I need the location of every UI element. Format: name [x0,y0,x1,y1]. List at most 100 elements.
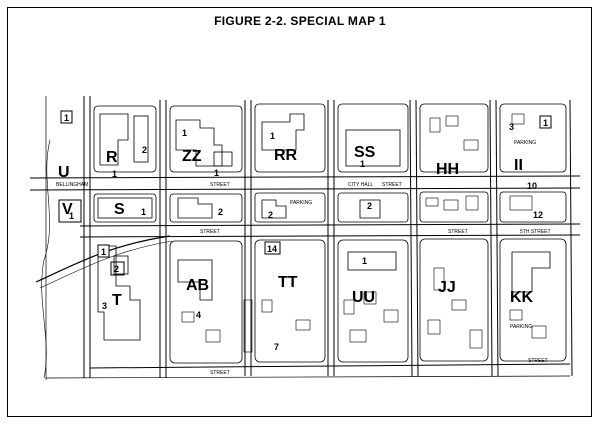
block-outline [169,193,243,223]
site-number: 14 [267,244,277,254]
street-label: STREET [382,182,402,188]
building-outline [113,255,129,275]
street-label: STREET [210,182,230,188]
block-outline [419,238,489,362]
building-outline [133,115,149,163]
building-outline [177,259,213,301]
street-line [569,99,573,377]
site-number: 2 [268,210,273,220]
zone-label: II [514,157,523,174]
street-line [29,175,581,179]
street-label: STREET [448,229,468,235]
site-number: 3 [102,301,107,311]
site-number: 1 [182,128,187,138]
street-line [89,363,571,369]
building-outline [261,113,305,151]
street-label: STREET [528,358,548,364]
building-outline [443,199,459,211]
block-outline [499,191,567,223]
building-outline [509,309,523,321]
building-outline [177,197,213,219]
block-outline [419,191,489,223]
building-outline [445,115,459,127]
street-line [79,223,581,227]
building-outline [427,319,441,335]
building-outline [531,325,547,339]
site-number: 1 [112,169,117,179]
zone-label: R [106,149,118,166]
zone-label: KK [510,289,534,306]
block-outline [337,103,409,173]
street-label: PARKING [514,140,536,146]
number-box [264,241,281,255]
number-box [97,244,110,258]
site-number: 2 [142,145,147,155]
building-outline [99,113,129,166]
street-line [415,99,419,377]
street-line [409,99,413,377]
building-outline [205,329,221,343]
building-outline [511,251,551,293]
building-outline [261,299,273,313]
building-outline [97,245,141,341]
figure-title: FIGURE 2-2. SPECIAL MAP 1 [214,14,386,28]
zone-label: HH [436,161,459,178]
street-line [79,234,581,238]
site-number: 1 [360,159,365,169]
building-outline [181,311,195,323]
street-line [29,187,581,191]
building-outline [433,267,445,291]
street-label: PARKING [510,324,532,330]
map-bottom-edge [45,375,571,379]
block-outline [499,103,567,173]
building-outline [465,195,479,211]
building-outline [343,299,355,315]
building-outline [383,309,399,323]
block-outline [337,192,409,223]
block-outline [93,105,157,173]
zone-label: AB [186,277,209,294]
block-outline [254,103,326,173]
railway-line [39,240,173,289]
zone-label: RR [274,147,298,164]
street-line [495,99,499,377]
zone-label: U [58,164,70,181]
building-outline [175,119,223,167]
street-label: STREET [200,229,220,235]
zone-label: ZZ [182,148,202,165]
site-number: 1 [64,113,69,123]
block-outline [93,193,157,223]
building-outline [425,197,439,207]
site-number: 2 [367,201,372,211]
zone-label: V [62,201,73,218]
building-outline [345,129,401,167]
site-number: 7 [274,342,279,352]
block-outline [337,239,409,363]
site-number: 1 [362,256,367,266]
street-label: PARKING [290,200,312,206]
site-number: 10 [527,181,537,191]
parking-strip [243,299,253,353]
street-label: STREET [210,370,230,376]
site-number: 1 [214,168,219,178]
street-line [489,99,493,377]
zone-label: S [114,201,125,218]
block-outline [169,105,243,173]
site-number: 4 [196,310,201,320]
building-outline [429,117,441,133]
building-outline [359,199,381,219]
block-outline [169,240,243,364]
building-outline [463,139,479,151]
railway-line [35,235,171,283]
building-outline [511,113,525,125]
creek-line [41,139,51,379]
building-outline [469,329,483,349]
zone-label: UU [352,289,375,306]
building-outline [451,299,467,311]
zone-label: T [112,292,122,309]
street-label: 5TH STREET [520,229,551,235]
zone-label: SS [354,144,376,161]
building-outline [261,199,287,219]
zone-label: TT [278,274,298,291]
